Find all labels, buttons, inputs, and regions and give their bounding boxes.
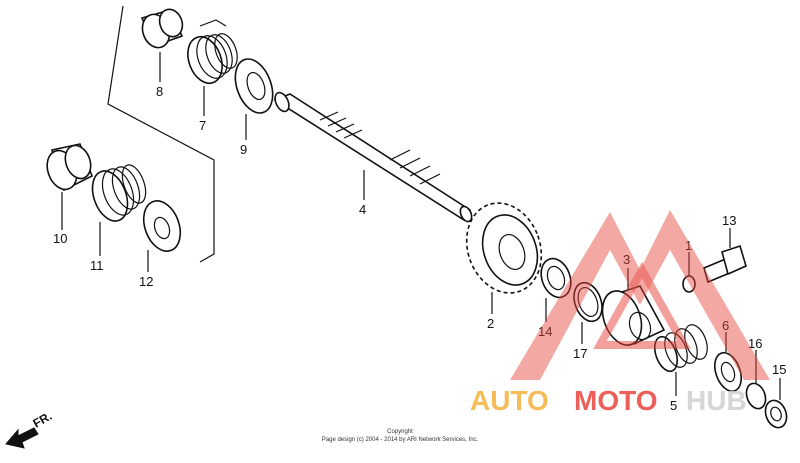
part-7-spring — [187, 19, 238, 85]
label-part-9: 9 — [240, 142, 247, 157]
part-16-washer — [745, 382, 767, 410]
part-10-bushing — [46, 143, 94, 192]
label-part-15: 15 — [772, 362, 786, 377]
label-part-17: 17 — [573, 346, 587, 361]
watermark-auto: AUTO — [470, 385, 549, 416]
label-part-1: 1 — [685, 238, 692, 253]
label-part-6: 6 — [722, 318, 729, 333]
part-11-spring — [91, 164, 147, 222]
label-part-14: 14 — [538, 324, 552, 339]
part-15-washer — [764, 399, 788, 429]
label-part-8: 8 — [156, 84, 163, 99]
label-part-3: 3 — [623, 252, 630, 267]
watermark-hub: HUB — [686, 385, 747, 416]
part-14-washer — [540, 257, 572, 299]
front-direction-arrow-icon — [5, 427, 39, 449]
copyright-line-1: Copyright — [387, 429, 413, 435]
part-6-washer — [714, 351, 742, 393]
label-part-2: 2 — [487, 316, 494, 331]
label-part-5: 5 — [670, 398, 677, 413]
part-12-washer — [142, 200, 182, 252]
part-2-gear — [465, 202, 543, 294]
direction-label: FR. — [31, 409, 55, 431]
label-part-16: 16 — [748, 336, 762, 351]
label-part-12: 12 — [139, 274, 153, 289]
label-part-7: 7 — [199, 118, 206, 133]
label-part-11: 11 — [90, 258, 104, 273]
group-bracket — [107, 5, 215, 263]
label-part-4: 4 — [359, 202, 366, 217]
part-4-shaft — [273, 91, 473, 223]
part-17-circlip — [573, 281, 603, 323]
automotohub-watermark-logo: AUTO MOTO HUB — [470, 210, 770, 416]
watermark-moto: MOTO — [574, 385, 657, 416]
part-9-washer — [234, 58, 274, 114]
part-13-bolt — [703, 244, 747, 284]
part-8-bushing — [140, 8, 184, 49]
label-part-10: 10 — [53, 231, 67, 246]
copyright-line-2: Page design (c) 2004 - 2014 by ARI Netwo… — [322, 437, 479, 443]
label-part-13: 13 — [722, 213, 736, 228]
